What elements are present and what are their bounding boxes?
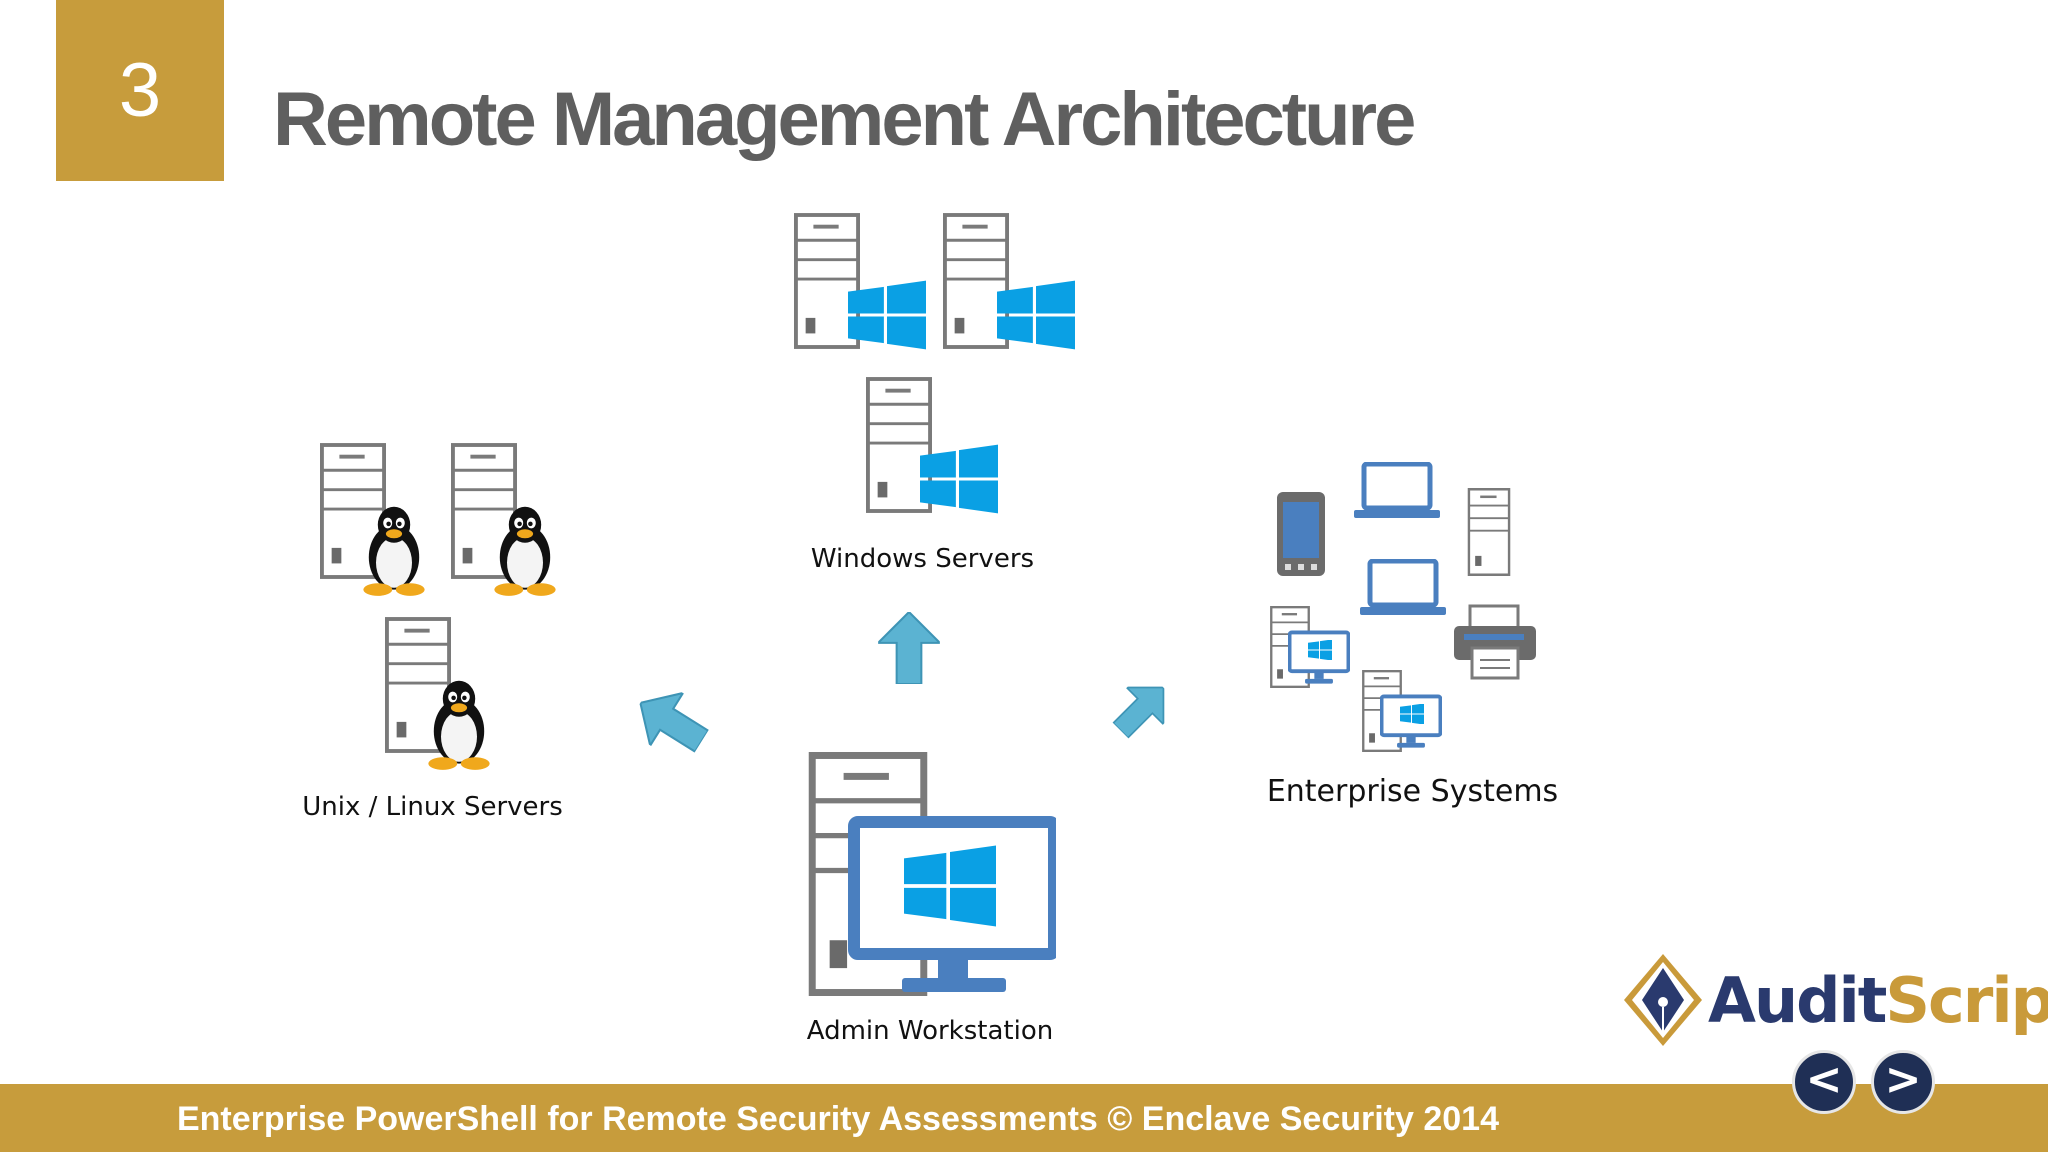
arrow-to-linux-icon [621, 675, 722, 770]
admin-workstation-label: Admin Workstation [806, 1016, 1054, 1046]
desktop-pc-icon [1360, 670, 1450, 756]
next-slide-button[interactable]: > [1871, 1050, 1935, 1114]
smartphone-icon [1275, 490, 1327, 578]
auditscripts-logo: AuditScripts [1620, 950, 2048, 1050]
slide-number: 3 [118, 48, 162, 133]
windows-server-3 [864, 374, 1000, 519]
printer-icon [1452, 604, 1538, 680]
arrow-to-enterprise-icon [1100, 667, 1183, 750]
linux-servers-label: Unix / Linux Servers [302, 792, 563, 822]
linux-server-3 [383, 614, 507, 774]
laptop-icon [1352, 458, 1442, 526]
footer-bar [0, 1084, 2048, 1152]
tower-icon [1466, 488, 1512, 576]
slide-number-box: 3 [56, 0, 224, 181]
windows-servers-label: Windows Servers [810, 544, 1035, 574]
logo-text-scripts: Scripts [1885, 964, 2048, 1037]
windows-server-2 [941, 210, 1077, 355]
slide-title: Remote Management Architecture [273, 77, 1416, 162]
desktop-pc-icon [1268, 606, 1358, 692]
chevron-left-icon: < [1805, 1054, 1843, 1105]
pen-nib-icon [1624, 954, 1702, 1046]
admin-workstation-icon [806, 750, 1056, 1000]
windows-server-1 [792, 210, 928, 355]
linux-server-1 [318, 440, 442, 600]
linux-server-2 [449, 440, 573, 600]
previous-slide-button[interactable]: < [1792, 1050, 1856, 1114]
laptop-icon [1358, 555, 1448, 623]
logo-text-audit: Audit [1708, 964, 1887, 1037]
logo-wordmark: AuditScripts [1708, 964, 2048, 1037]
footer-text: Enterprise PowerShell for Remote Securit… [176, 1100, 1500, 1138]
chevron-right-icon: > [1884, 1054, 1922, 1105]
enterprise-systems-label: Enterprise Systems [1266, 774, 1559, 809]
arrow-to-windows-icon [878, 612, 940, 684]
